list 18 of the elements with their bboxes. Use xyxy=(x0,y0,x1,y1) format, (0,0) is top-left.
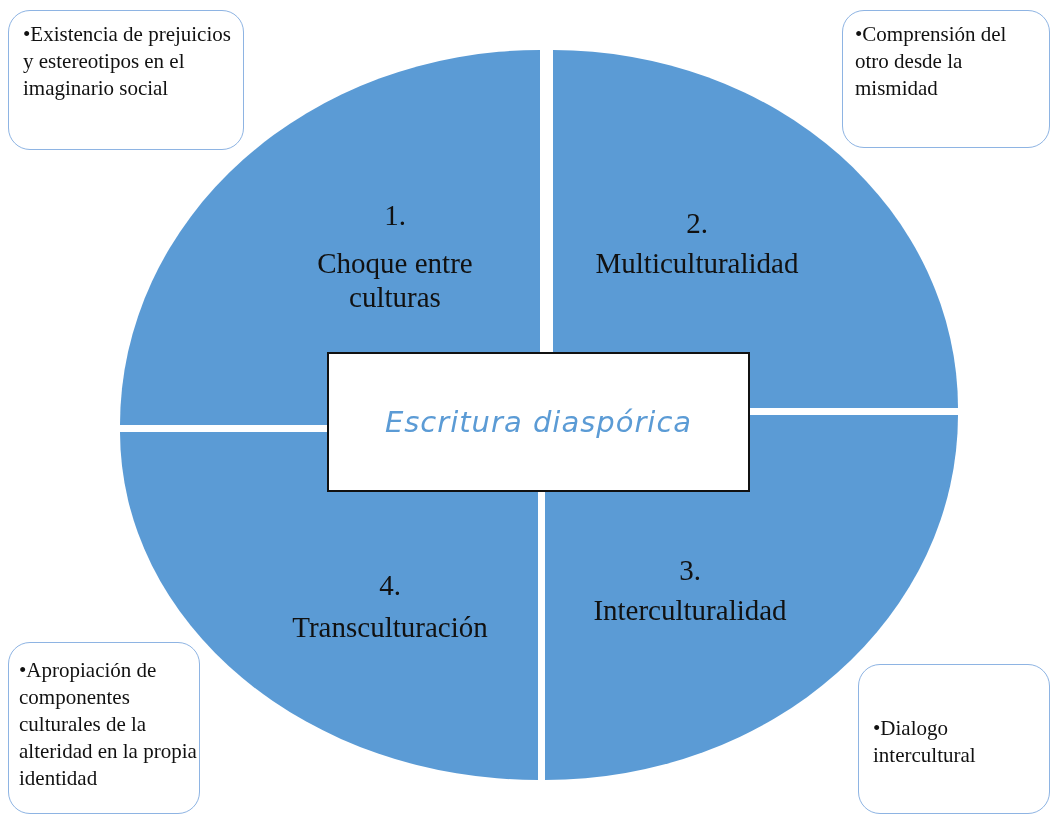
rounded-text-box xyxy=(858,664,1050,814)
rounded-text-box xyxy=(8,10,244,150)
step-number: 1. xyxy=(383,198,407,232)
stage-title: Choque entre culturas xyxy=(316,246,474,314)
bullet-item: •Comprensión del otro desde la mismidad xyxy=(855,21,1008,102)
stage-title: Transculturación xyxy=(291,610,489,644)
bullet-item: •Dialogo intercultural xyxy=(873,715,977,769)
center-box xyxy=(327,352,750,492)
stage-title: Multiculturalidad xyxy=(594,246,800,280)
center-title: Escritura diaspórica xyxy=(384,405,693,439)
step-number: 3. xyxy=(678,553,702,587)
bullet-item: •Existencia de prejuicios y estereotipos en el imaginario social xyxy=(23,21,232,102)
rounded-text-box xyxy=(8,642,200,814)
stage-title: Interculturalidad xyxy=(592,593,788,627)
step-number: 4. xyxy=(378,568,402,602)
step-number: 2. xyxy=(685,206,709,240)
bullet-item: •Apropiación de componentes culturales de la alteridad en la propia identidad xyxy=(19,657,197,792)
rounded-text-box xyxy=(842,10,1050,148)
